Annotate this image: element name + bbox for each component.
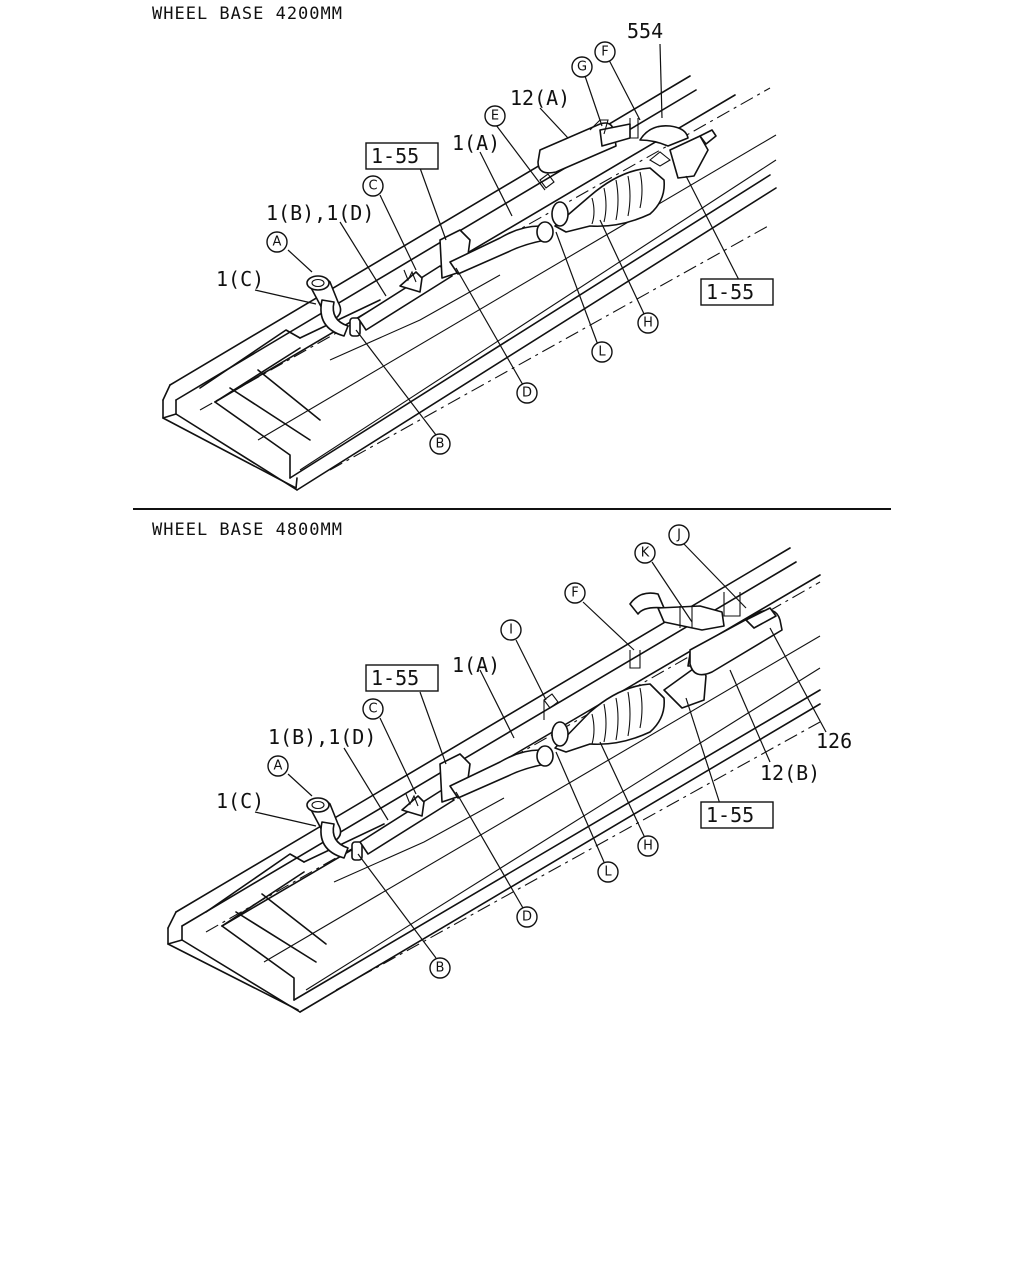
ref-label-upper: 1-55 (371, 666, 419, 690)
chassis-frame (167, 547, 821, 1013)
svg-text:I: I (509, 623, 513, 638)
callout-b: B (429, 957, 451, 979)
leader-lines (254, 43, 741, 436)
exhaust-pipe-1a (439, 221, 554, 279)
diagram2-title: WHEEL BASE 4800MM (152, 520, 343, 540)
callout-d: D (516, 382, 538, 404)
svg-text:A: A (273, 235, 282, 250)
svg-text:L: L (598, 345, 606, 360)
callout-i: I (500, 619, 522, 641)
ref-box-lower (700, 801, 774, 829)
diagram1-title: WHEEL BASE 4200MM (152, 4, 343, 24)
callout-e: E (484, 105, 506, 127)
svg-text:D: D (522, 910, 532, 925)
part-label-1a: 1(A) (452, 653, 500, 677)
part-label-1c: 1(C) (216, 267, 264, 291)
callout-a: A (266, 231, 288, 253)
callout-j: J (668, 524, 690, 546)
section-divider (133, 508, 891, 510)
ref-box-upper (365, 664, 439, 692)
part-label-1c: 1(C) (216, 789, 264, 813)
callout-g: G (571, 56, 593, 78)
svg-text:J: J (676, 528, 681, 543)
exhaust-pipe-1b-1d (359, 789, 455, 855)
callout-h: H (637, 312, 659, 334)
callout-f: F (594, 41, 616, 63)
part-label-126: 126 (816, 729, 852, 753)
tail-pipe-554 (639, 124, 717, 179)
muffler-12b (689, 607, 783, 676)
hangers (543, 592, 741, 720)
ref-label-lower: 1-55 (706, 803, 754, 827)
exhaust-pipe-1b-1d (357, 265, 453, 331)
callout-d: D (516, 906, 538, 928)
svg-text:L: L (604, 865, 612, 880)
callout-k: K (634, 542, 656, 564)
svg-text:A: A (274, 759, 283, 774)
svg-text:E: E (491, 109, 499, 124)
svg-text:C: C (368, 702, 377, 717)
exhaust-pipe-1c (306, 275, 361, 337)
catalytic-converter (551, 683, 666, 753)
callout-a: A (267, 755, 289, 777)
svg-text:H: H (643, 316, 653, 331)
hangers (539, 118, 639, 189)
catalytic-converter (551, 167, 666, 233)
svg-text:H: H (643, 839, 653, 854)
tail-pipe-front (663, 651, 707, 709)
part-label-12b: 12(B) (760, 761, 820, 785)
part-label-1b-1d: 1(B),1(D) (268, 725, 376, 749)
callout-f: F (564, 582, 586, 604)
callout-b: B (429, 433, 451, 455)
tail-pipe-126 (629, 592, 725, 631)
part-label-1b-1d: 1(B),1(D) (266, 201, 374, 225)
svg-text:B: B (436, 437, 445, 452)
callout-h: H (637, 835, 659, 857)
svg-text:F: F (571, 586, 578, 601)
svg-text:D: D (522, 386, 532, 401)
part-label-554: 554 (627, 19, 663, 43)
callout-c: C (362, 175, 384, 197)
svg-text:B: B (436, 961, 445, 976)
part-label-12a: 12(A) (510, 86, 570, 110)
svg-text:G: G (577, 60, 587, 75)
leader-lines (254, 543, 827, 959)
exhaust-diagram-wheelbase-4200: 1-55 1-55 554 12(A) 1(A) 1(B),1(D) 1(C) … (162, 19, 777, 491)
ref-box-upper (365, 142, 439, 170)
svg-text:K: K (641, 546, 650, 561)
svg-text:F: F (601, 45, 608, 60)
muffler-12a (537, 122, 631, 174)
callout-l: L (591, 341, 613, 363)
callout-l: L (597, 861, 619, 883)
part-label-1a: 1(A) (452, 131, 500, 155)
exhaust-pipe-1c (306, 797, 363, 861)
svg-text:C: C (368, 179, 377, 194)
ref-box-lower (700, 278, 774, 306)
exhaust-pipe-1a (439, 745, 554, 803)
ref-label-upper: 1-55 (371, 144, 419, 168)
callout-c: C (362, 698, 384, 720)
ref-label-lower: 1-55 (706, 280, 754, 304)
